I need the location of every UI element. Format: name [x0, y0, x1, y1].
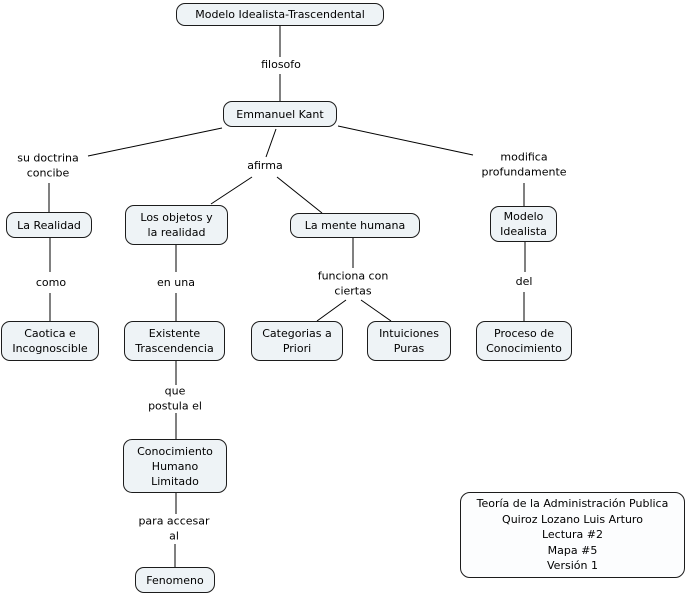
node-proceso-de-conocimiento[interactable]: Proceso de Conocimiento — [476, 321, 572, 361]
node-existente-trascendencia[interactable]: Existente Trascendencia — [124, 321, 225, 361]
edge-afirma-to-la-mente — [276, 176, 323, 214]
node-la-realidad[interactable]: La Realidad — [6, 212, 92, 238]
credits-text-box[interactable]: Teoría de la Administración Publica Quir… — [460, 492, 685, 578]
link-label-del[interactable]: del — [515, 274, 533, 288]
node-modelo-idealista-trascendental[interactable]: Modelo Idealista-Trascendental — [176, 3, 384, 26]
edge-ciertas-to-intuiciones — [360, 299, 392, 322]
link-label-que-postula-el[interactable]: que postula el — [148, 384, 202, 413]
edge-ciertas-to-categorias — [316, 299, 347, 322]
edge-kant-to-su-doctrina — [87, 127, 223, 157]
link-label-en-una[interactable]: en una — [157, 275, 195, 289]
node-categorias-a-priori[interactable]: Categorias a Priori — [251, 321, 343, 361]
link-label-funciona-con-ciertas[interactable]: funciona con ciertas — [317, 269, 389, 298]
link-label-afirma[interactable]: afirma — [247, 158, 283, 172]
link-label-para-accesar-al[interactable]: para accesar al — [138, 514, 210, 543]
link-label-como[interactable]: como — [35, 275, 67, 289]
node-caotica-e-incognoscible[interactable]: Caotica e Incognoscible — [1, 321, 99, 361]
edge-afirma-to-los-objetos — [210, 176, 253, 205]
node-emmanuel-kant[interactable]: Emmanuel Kant — [223, 101, 337, 127]
node-conocimiento-humano-limitado[interactable]: Conocimiento Humano Limitado — [123, 439, 227, 493]
node-fenomeno[interactable]: Fenomeno — [135, 567, 215, 593]
edge-kant-to-modifica — [337, 125, 474, 156]
node-modelo-idealista[interactable]: Modelo Idealista — [490, 206, 557, 242]
link-label-su-doctrina-concibe[interactable]: su doctrina concibe — [17, 151, 79, 180]
link-label-modifica-profundamente[interactable]: modifica profundamente — [481, 150, 567, 179]
node-los-objetos-y-la-realidad[interactable]: Los objetos y la realidad — [125, 205, 228, 245]
node-intuiciones-puras[interactable]: Intuiciones Puras — [367, 321, 451, 361]
node-la-mente-humana[interactable]: La mente humana — [290, 213, 420, 238]
edge-kant-to-afirma — [265, 128, 277, 158]
link-label-filosofo[interactable]: filosofo — [261, 57, 301, 71]
